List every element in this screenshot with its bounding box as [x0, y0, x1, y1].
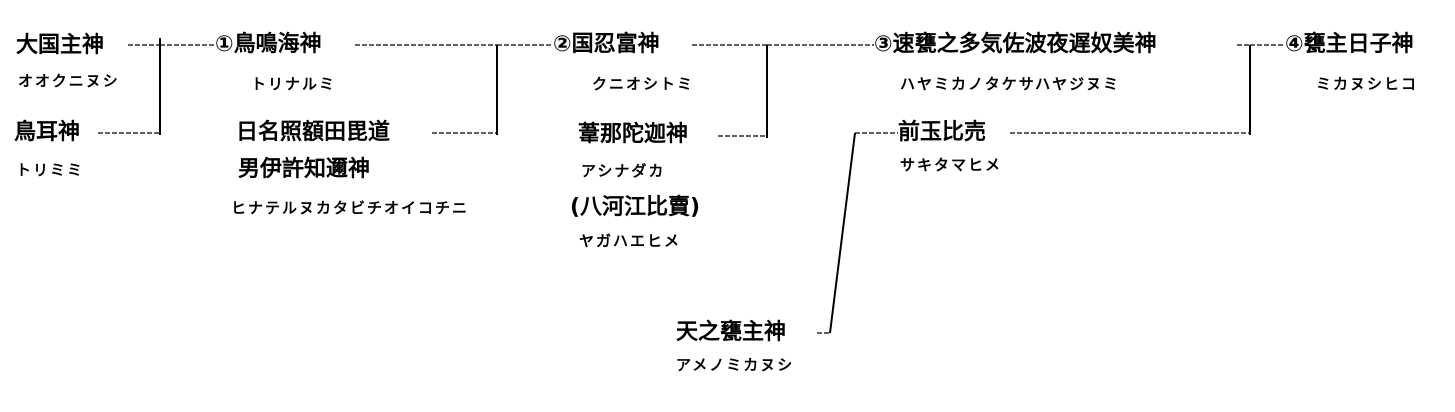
- torinarumi-reading: トリナルミ: [251, 75, 337, 93]
- hayamika-reading: ハヤミカノタケサハヤジヌミ: [900, 75, 1121, 93]
- mikanushihiko-name: ④甕主日子神: [1285, 32, 1414, 57]
- okuninushi-name: 大国主神: [16, 33, 105, 58]
- amenomikanushi-name: 天之甕主神: [676, 320, 787, 345]
- ashinadaka-alt-name: (八河江比賣): [570, 195, 701, 220]
- hinateru-reading: ヒナテルヌカタビチオイコチニ: [231, 199, 470, 217]
- hayamika-name: ③速甕之多気佐波夜遅奴美神: [874, 32, 1157, 57]
- torimimi-reading: トリミミ: [16, 161, 85, 179]
- ashinadaka-reading: アシナダカ: [581, 162, 666, 180]
- sakitamahime-name: 前玉比売: [898, 120, 987, 145]
- amenomikanushi-reading: アメノミカヌシ: [676, 356, 795, 374]
- link-sakitamahime-parent-vertical: [829, 132, 856, 334]
- kuniositomi-reading: クニオシトミ: [592, 75, 695, 93]
- torinarumi-name: ①鳥鳴海神: [215, 32, 322, 57]
- hinateru-name-line2: 男伊許知邇神: [238, 157, 371, 182]
- sakitamahime-reading: サキタマヒメ: [900, 156, 1003, 174]
- mikanushihiko-reading: ミカヌシヒコ: [1316, 75, 1419, 93]
- ashinadaka-alt-reading: ヤガハエヒメ: [579, 232, 682, 250]
- okuninushi-reading: オオクニヌシ: [18, 72, 120, 90]
- ashinadaka-name: 葦那陀迦神: [578, 122, 689, 147]
- kuniositomi-name: ②国忍富神: [553, 32, 660, 57]
- torimimi-name: 鳥耳神: [14, 120, 81, 145]
- hinateru-name-line1: 日名照額田毘道: [236, 120, 391, 145]
